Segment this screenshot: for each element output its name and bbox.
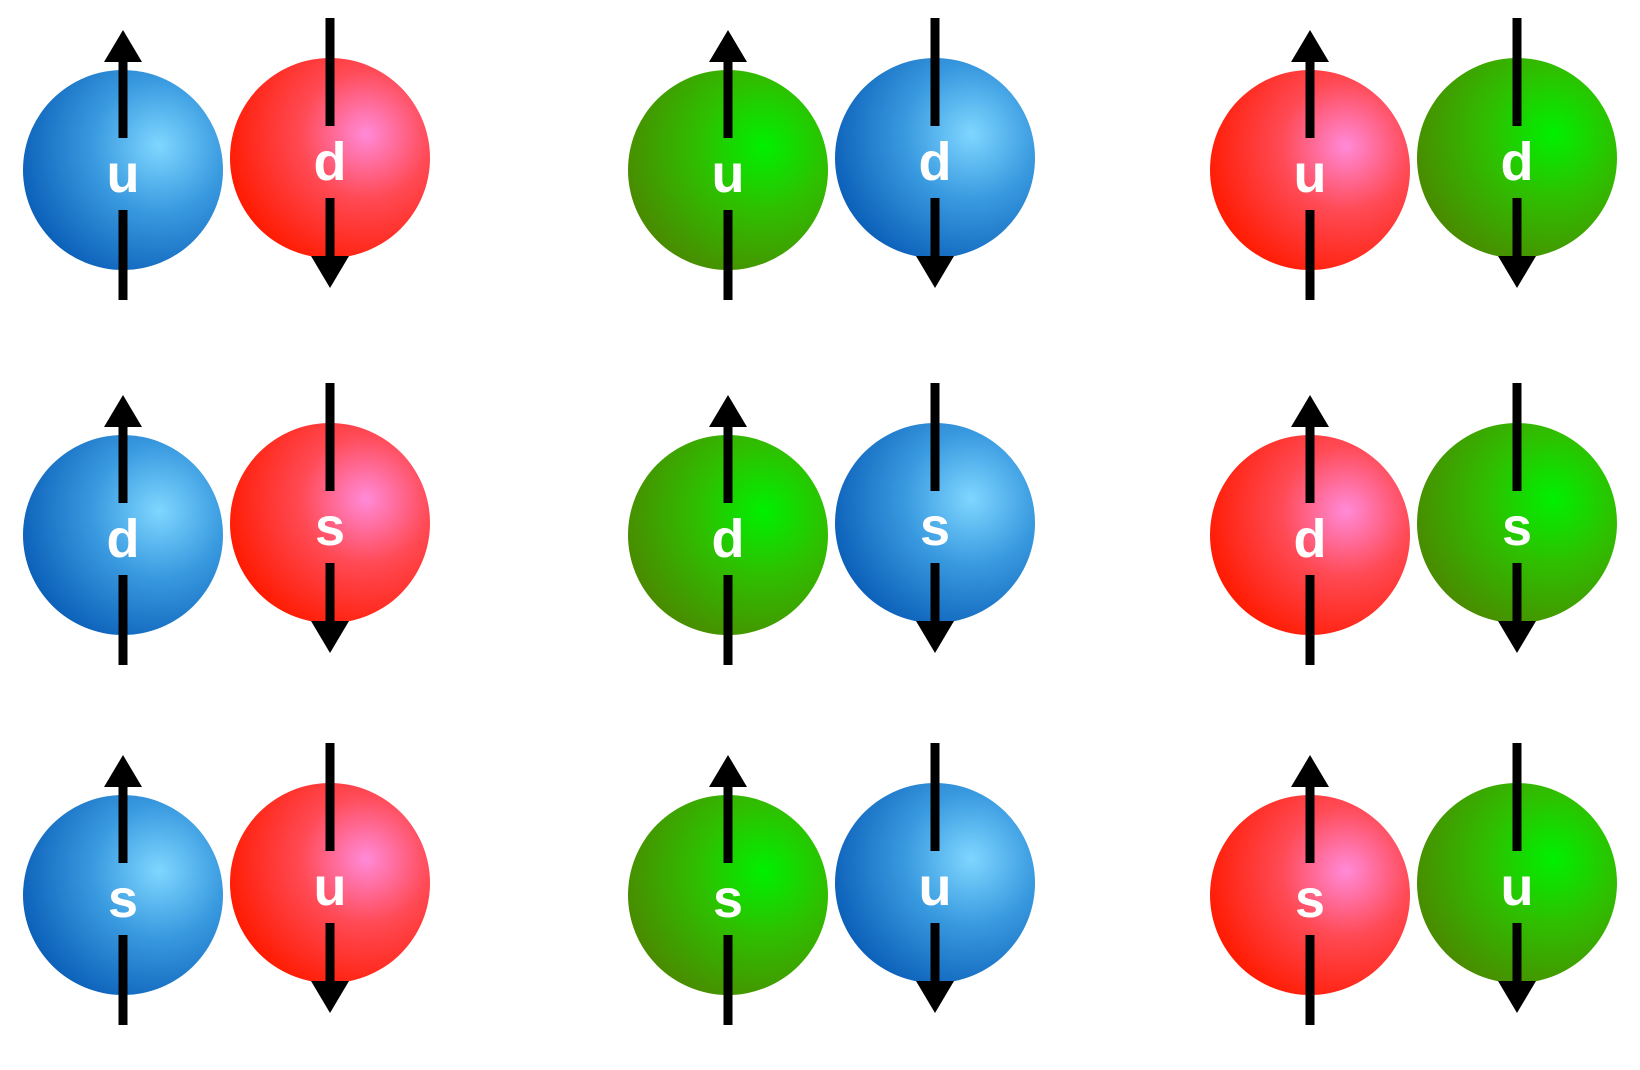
sphere-red — [1210, 435, 1410, 635]
quark-flavor-label: s — [1502, 497, 1532, 557]
quark-u-green: u — [1417, 743, 1617, 1013]
spin-up-arrow — [104, 30, 142, 138]
quark-flavor-label: s — [315, 497, 345, 557]
quark-s-green: s — [628, 755, 828, 1025]
quark-flavor-label: u — [1501, 857, 1534, 917]
spin-down-arrow — [916, 923, 954, 1013]
sphere-green — [628, 435, 828, 635]
spin-up-arrow — [709, 30, 747, 138]
spin-down-arrow — [311, 198, 349, 288]
sphere-blue — [835, 423, 1035, 623]
spin-up-arrow — [1291, 395, 1329, 503]
quark-flavor-label: s — [108, 869, 138, 929]
quark-flavor-label: d — [107, 509, 140, 569]
sphere-red — [230, 423, 430, 623]
sphere-blue — [835, 783, 1035, 983]
quark-d-blue: d — [835, 18, 1035, 288]
spin-down-arrow — [1498, 198, 1536, 288]
sphere-blue — [23, 70, 223, 270]
spin-up-arrow — [104, 395, 142, 503]
spin-up-arrow — [709, 755, 747, 863]
sphere-blue — [23, 435, 223, 635]
sphere-green — [628, 70, 828, 270]
spin-down-arrow — [1498, 923, 1536, 1013]
quark-flavor-label: d — [1501, 132, 1534, 192]
quark-flavor-label: d — [1294, 509, 1327, 569]
quark-s-red: s — [1210, 755, 1410, 1025]
quark-u-blue: u — [835, 743, 1035, 1013]
spin-up-arrow — [1291, 30, 1329, 138]
spin-down-arrow — [311, 923, 349, 1013]
quark-flavor-label: u — [1294, 144, 1327, 204]
quark-flavor-label: u — [712, 144, 745, 204]
quark-d-green: d — [628, 395, 828, 665]
sphere-red — [1210, 70, 1410, 270]
quark-d-red: d — [1210, 395, 1410, 665]
sphere-blue — [835, 58, 1035, 258]
quark-flavor-label: d — [919, 132, 952, 192]
sphere-red — [230, 58, 430, 258]
spin-down-arrow — [1498, 563, 1536, 653]
quark-u-blue: u — [23, 30, 223, 300]
quark-u-green: u — [628, 30, 828, 300]
sphere-red — [230, 783, 430, 983]
sphere-blue — [23, 795, 223, 995]
quark-flavor-label: s — [713, 869, 743, 929]
spin-up-arrow — [104, 755, 142, 863]
quark-d-red: d — [230, 18, 430, 288]
quark-flavor-label: d — [314, 132, 347, 192]
spin-down-arrow — [916, 198, 954, 288]
quark-u-red: u — [230, 743, 430, 1013]
sphere-green — [1417, 783, 1617, 983]
spin-down-arrow — [311, 563, 349, 653]
quark-flavor-label: u — [314, 857, 347, 917]
quark-d-blue: d — [23, 395, 223, 665]
quark-flavor-label: s — [1295, 869, 1325, 929]
quark-u-red: u — [1210, 30, 1410, 300]
quark-flavor-label: u — [107, 144, 140, 204]
quark-d-green: d — [1417, 18, 1617, 288]
quark-flavor-label: u — [919, 857, 952, 917]
spin-up-arrow — [1291, 755, 1329, 863]
quark-flavor-label: d — [712, 509, 745, 569]
quark-s-blue: s — [23, 755, 223, 1025]
quark-s-blue: s — [835, 383, 1035, 653]
spin-up-arrow — [709, 395, 747, 503]
sphere-green — [628, 795, 828, 995]
quark-s-green: s — [1417, 383, 1617, 653]
quark-s-red: s — [230, 383, 430, 653]
quark-flavor-label: s — [920, 497, 950, 557]
spin-down-arrow — [916, 563, 954, 653]
sphere-green — [1417, 423, 1617, 623]
sphere-green — [1417, 58, 1617, 258]
sphere-red — [1210, 795, 1410, 995]
